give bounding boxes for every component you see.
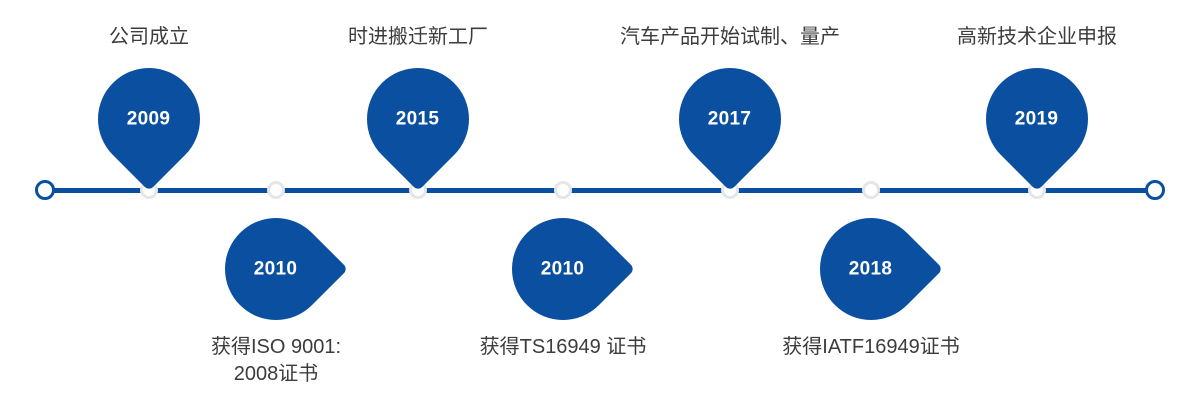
milestone-description-milestone-2010-iso: 获得ISO 9001: 2008证书: [210, 336, 342, 385]
milestone-pin-2009-top[interactable]: 2009: [76, 46, 222, 192]
milestone-year-label: 2017: [708, 108, 752, 130]
timeline-node-3[interactable]: [267, 181, 285, 199]
milestone-description-milestone-2009: 公司成立: [109, 26, 189, 48]
timeline-axis-line: [45, 188, 1155, 193]
milestone-pin-2010-bottom[interactable]: 2010: [203, 196, 349, 342]
milestone-description-milestone-2017: 汽车产品开始试制、量产: [620, 26, 840, 48]
timeline-node-7[interactable]: [862, 181, 880, 199]
milestone-year-label: 2018: [849, 258, 893, 280]
milestone-year-label: 2009: [127, 108, 171, 130]
milestone-description-milestone-2018: 获得IATF16949证书: [782, 336, 960, 358]
milestone-pin-2015-top[interactable]: 2015: [345, 46, 491, 192]
milestone-pin-2019-top[interactable]: 2019: [964, 46, 1110, 192]
milestone-year-label: 2015: [396, 108, 440, 130]
milestone-year-label: 2010: [541, 258, 585, 280]
timeline-node-end[interactable]: [1145, 180, 1165, 200]
milestone-description-milestone-2015: 时进搬迁新工厂: [348, 26, 488, 48]
milestone-description-milestone-2010-ts: 获得TS16949 证书: [479, 336, 647, 358]
milestone-year-label: 2019: [1015, 108, 1059, 130]
milestone-description-milestone-2019: 高新技术企业申报: [957, 26, 1117, 48]
milestone-pin-2017-top[interactable]: 2017: [657, 46, 803, 192]
milestone-pin-2010-bottom[interactable]: 2010: [490, 196, 636, 342]
timeline-node-start[interactable]: [35, 180, 55, 200]
milestone-pin-2018-bottom[interactable]: 2018: [798, 196, 944, 342]
milestone-year-label: 2010: [254, 258, 298, 280]
timeline-node-5[interactable]: [554, 181, 572, 199]
